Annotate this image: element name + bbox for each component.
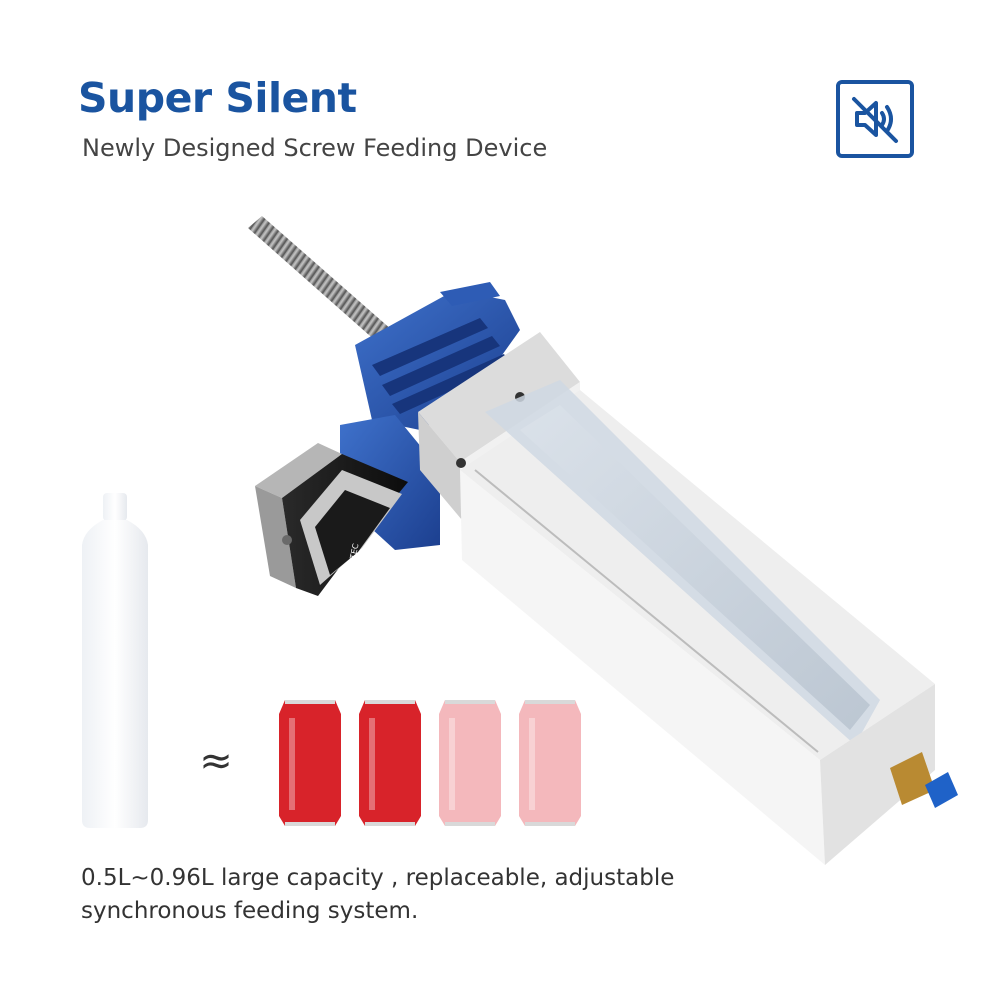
cartridge-holder — [460, 380, 935, 865]
soda-can-row — [279, 700, 581, 826]
page-title: Super Silent — [78, 74, 357, 122]
screw-rod — [248, 216, 392, 343]
approximately-equal-sign: ≈ — [199, 738, 233, 784]
soda-can-1 — [279, 700, 341, 826]
caption-line-1: 0.5L~0.96L large capacity , replaceable,… — [81, 865, 675, 891]
mute-badge — [836, 80, 914, 158]
stepper-motor: TOPTEC — [255, 443, 408, 596]
soda-can-4 — [519, 700, 581, 826]
capacity-caption: 0.5L~0.96L large capacity , replaceable,… — [81, 862, 674, 928]
gearbox-housing — [340, 282, 520, 550]
speaker-muted-icon — [852, 97, 898, 143]
caption-line-2: synchronous feeding system. — [81, 898, 419, 924]
soda-can-3 — [439, 700, 501, 826]
outlet-fitting — [890, 752, 958, 808]
cartridge-tube — [82, 493, 148, 828]
soda-can-2 — [359, 700, 421, 826]
page-subtitle: Newly Designed Screw Feeding Device — [82, 134, 548, 162]
